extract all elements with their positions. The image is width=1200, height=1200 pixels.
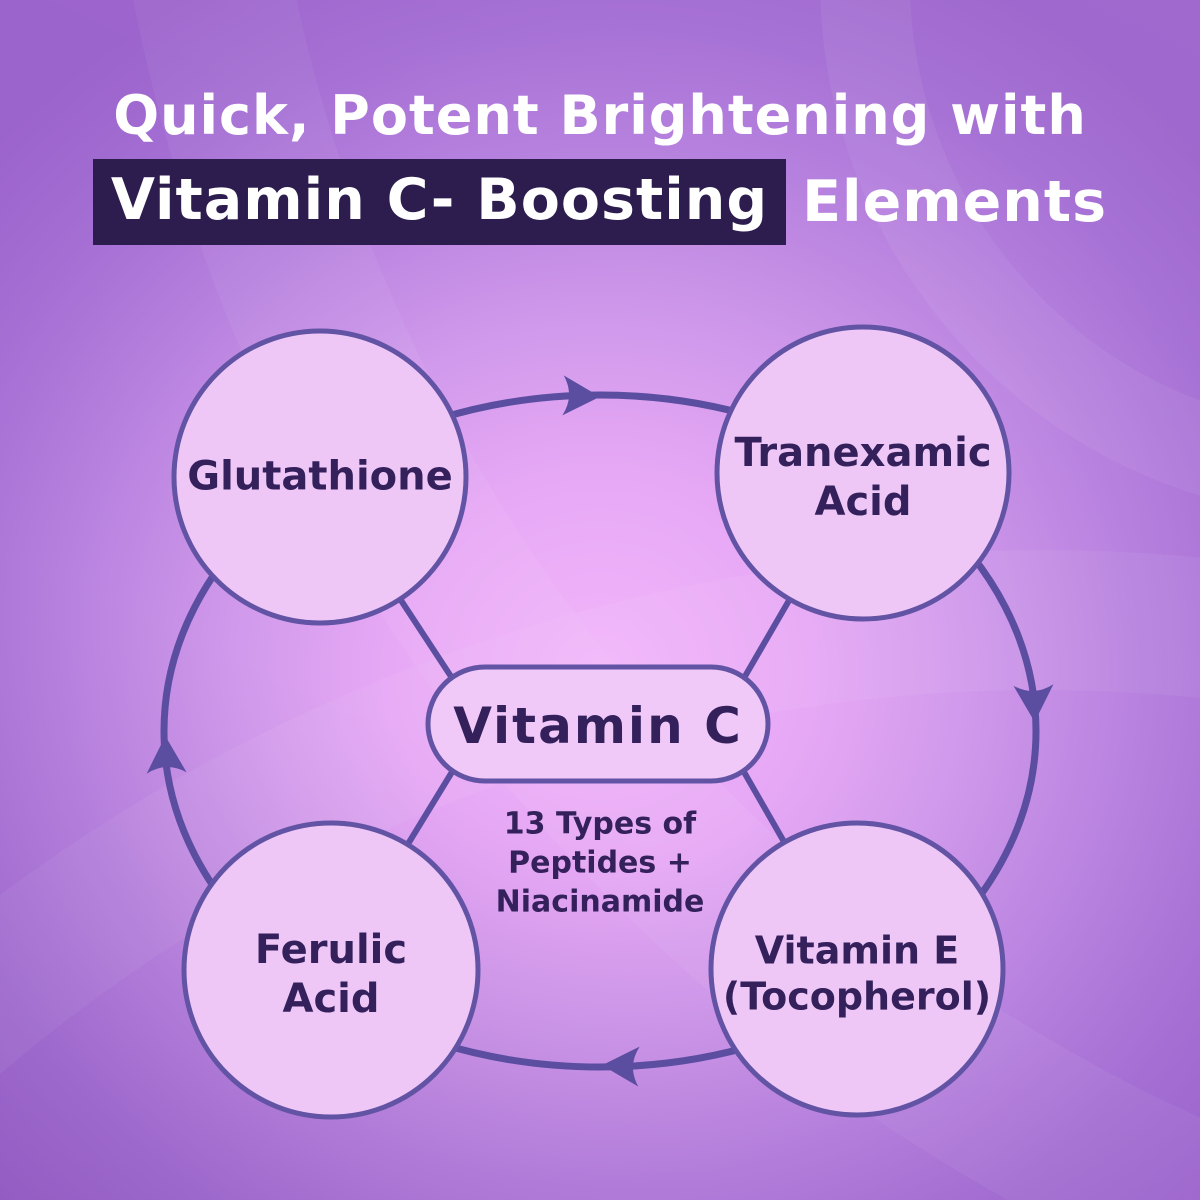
- node-label-ferulic-acid: Ferulic Acid: [255, 926, 407, 1024]
- page-title: Quick, Potent Brightening with Vitamin C…: [0, 84, 1200, 245]
- node-label-line: Tranexamic: [734, 430, 992, 477]
- title-line2-rest: Elements: [802, 168, 1108, 235]
- center-note-line: 13 Types of: [503, 806, 697, 842]
- node-label-line: Glutathione: [187, 453, 453, 500]
- center-note-line: Niacinamide: [495, 884, 705, 920]
- node-label-line: Acid: [282, 976, 380, 1022]
- center-label: Vitamin C: [453, 697, 743, 755]
- node-label-tranexamic-acid: Tranexamic Acid: [734, 429, 991, 527]
- title-line2: Vitamin C- Boosting Elements: [0, 158, 1200, 245]
- node-label-line: Ferulic: [254, 927, 408, 974]
- flow-arrows: [146, 375, 1054, 1087]
- node-label-vitamin-e: Vitamin E (Tocopherol): [723, 928, 991, 1021]
- node-circle-tranexamic-acid: [714, 324, 1012, 622]
- node-label-line: Acid: [814, 479, 912, 525]
- node-label-line: Vitamin E: [754, 928, 960, 973]
- node-label-line: (Tocopherol): [722, 975, 992, 1019]
- arrow-bottom-icon: [602, 1046, 640, 1087]
- node-circle-ferulic-acid: [181, 820, 481, 1120]
- cycle-ring: [160, 391, 1040, 1071]
- node-label-glutathione: Glutathione: [187, 453, 453, 502]
- node-circle-glutathione: [171, 328, 469, 626]
- node-circle-vitamin-e: [708, 820, 1006, 1118]
- center-note: 13 Types of Peptides + Niacinamide: [496, 805, 705, 922]
- arrow-right-icon: [1013, 684, 1054, 722]
- title-line1: Quick, Potent Brightening with: [113, 84, 1087, 147]
- arrow-left-icon: [146, 736, 187, 774]
- title-highlight-box: Vitamin C- Boosting: [92, 158, 787, 245]
- center-capsule: [425, 664, 771, 784]
- arrow-top-icon: [562, 375, 600, 416]
- center-note-line: Peptides +: [508, 845, 692, 881]
